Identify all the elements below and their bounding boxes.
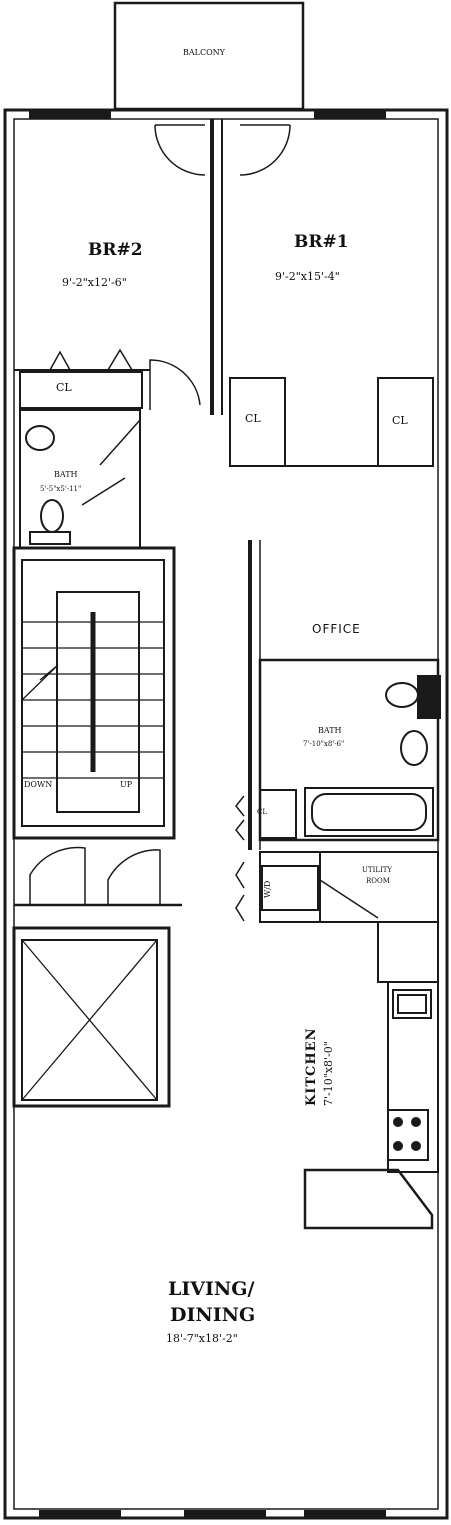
bath-main-toilet bbox=[385, 682, 419, 708]
br2-label: BR#2 bbox=[88, 240, 143, 260]
wd-label: W/D bbox=[263, 880, 272, 898]
kitchen-fridge bbox=[377, 921, 439, 983]
bath-main-label: BATH bbox=[318, 726, 342, 735]
kitchen-island bbox=[303, 1168, 434, 1230]
living-dimensions: 18'-7"x18'-2" bbox=[166, 1332, 238, 1345]
utility-label-line2: ROOM bbox=[366, 877, 390, 885]
closet-br1-right bbox=[377, 377, 434, 467]
closet-hall bbox=[259, 789, 297, 839]
window-bottom-1 bbox=[39, 1510, 121, 1518]
living-label-line2: DINING bbox=[170, 1304, 256, 1326]
bath-main-sink bbox=[400, 730, 428, 766]
window-bottom-2 bbox=[184, 1510, 266, 1518]
bathtub bbox=[304, 787, 434, 837]
bath-small-sink bbox=[25, 425, 55, 451]
closet-br1-right-label: CL bbox=[392, 414, 408, 427]
closet-br1-left-label: CL bbox=[245, 412, 261, 425]
utility-room bbox=[319, 851, 439, 923]
kitchen-sink bbox=[392, 989, 432, 1019]
closet-br2 bbox=[19, 371, 143, 409]
bath-small-toilet bbox=[40, 499, 64, 533]
bath-main-outline bbox=[258, 658, 440, 842]
kitchen-label: KITCHEN bbox=[304, 1027, 319, 1106]
bath-small-dimensions: 5'-5"x5'-11" bbox=[40, 485, 82, 493]
hall-closet-label: CL bbox=[257, 808, 268, 816]
window-bottom-3 bbox=[304, 1510, 386, 1518]
balcony-label: BALCONY bbox=[183, 48, 225, 57]
balcony-door-left bbox=[154, 124, 206, 176]
door-bath-small bbox=[81, 419, 141, 548]
entry-door-left bbox=[29, 846, 86, 905]
kitchen-range bbox=[387, 1109, 429, 1161]
balcony-door-right bbox=[239, 124, 291, 176]
bath-small-label: BATH bbox=[54, 470, 78, 479]
bath-main-dimensions: 7'-10"x8'-6" bbox=[303, 740, 345, 748]
window-top-left bbox=[29, 111, 111, 119]
stairs-up-label: UP bbox=[120, 780, 133, 789]
door-br2 bbox=[149, 359, 201, 410]
br1-dimensions: 9'-2"x15'-4" bbox=[275, 270, 340, 283]
kitchen-counter bbox=[387, 981, 439, 1173]
br1-label: BR#1 bbox=[294, 232, 349, 252]
closet-br1-left bbox=[229, 377, 286, 467]
kitchen-dimensions: 7'-10"x8'-0" bbox=[322, 1041, 335, 1106]
closet-br2-label: CL bbox=[56, 381, 72, 394]
br2-dimensions: 9'-2"x12'-6" bbox=[62, 276, 127, 289]
elevator-shaft bbox=[12, 926, 171, 1108]
exterior-wall-inner bbox=[13, 118, 439, 1510]
stair-core bbox=[12, 546, 176, 840]
living-label-line1: LIVING/ bbox=[168, 1278, 255, 1300]
office-label: OFFICE bbox=[312, 622, 361, 636]
window-top-right bbox=[314, 111, 386, 119]
stairs-down-label: DOWN bbox=[24, 780, 53, 789]
entry-door-right bbox=[107, 849, 161, 905]
utility-label-line1: UTILITY bbox=[362, 866, 393, 874]
